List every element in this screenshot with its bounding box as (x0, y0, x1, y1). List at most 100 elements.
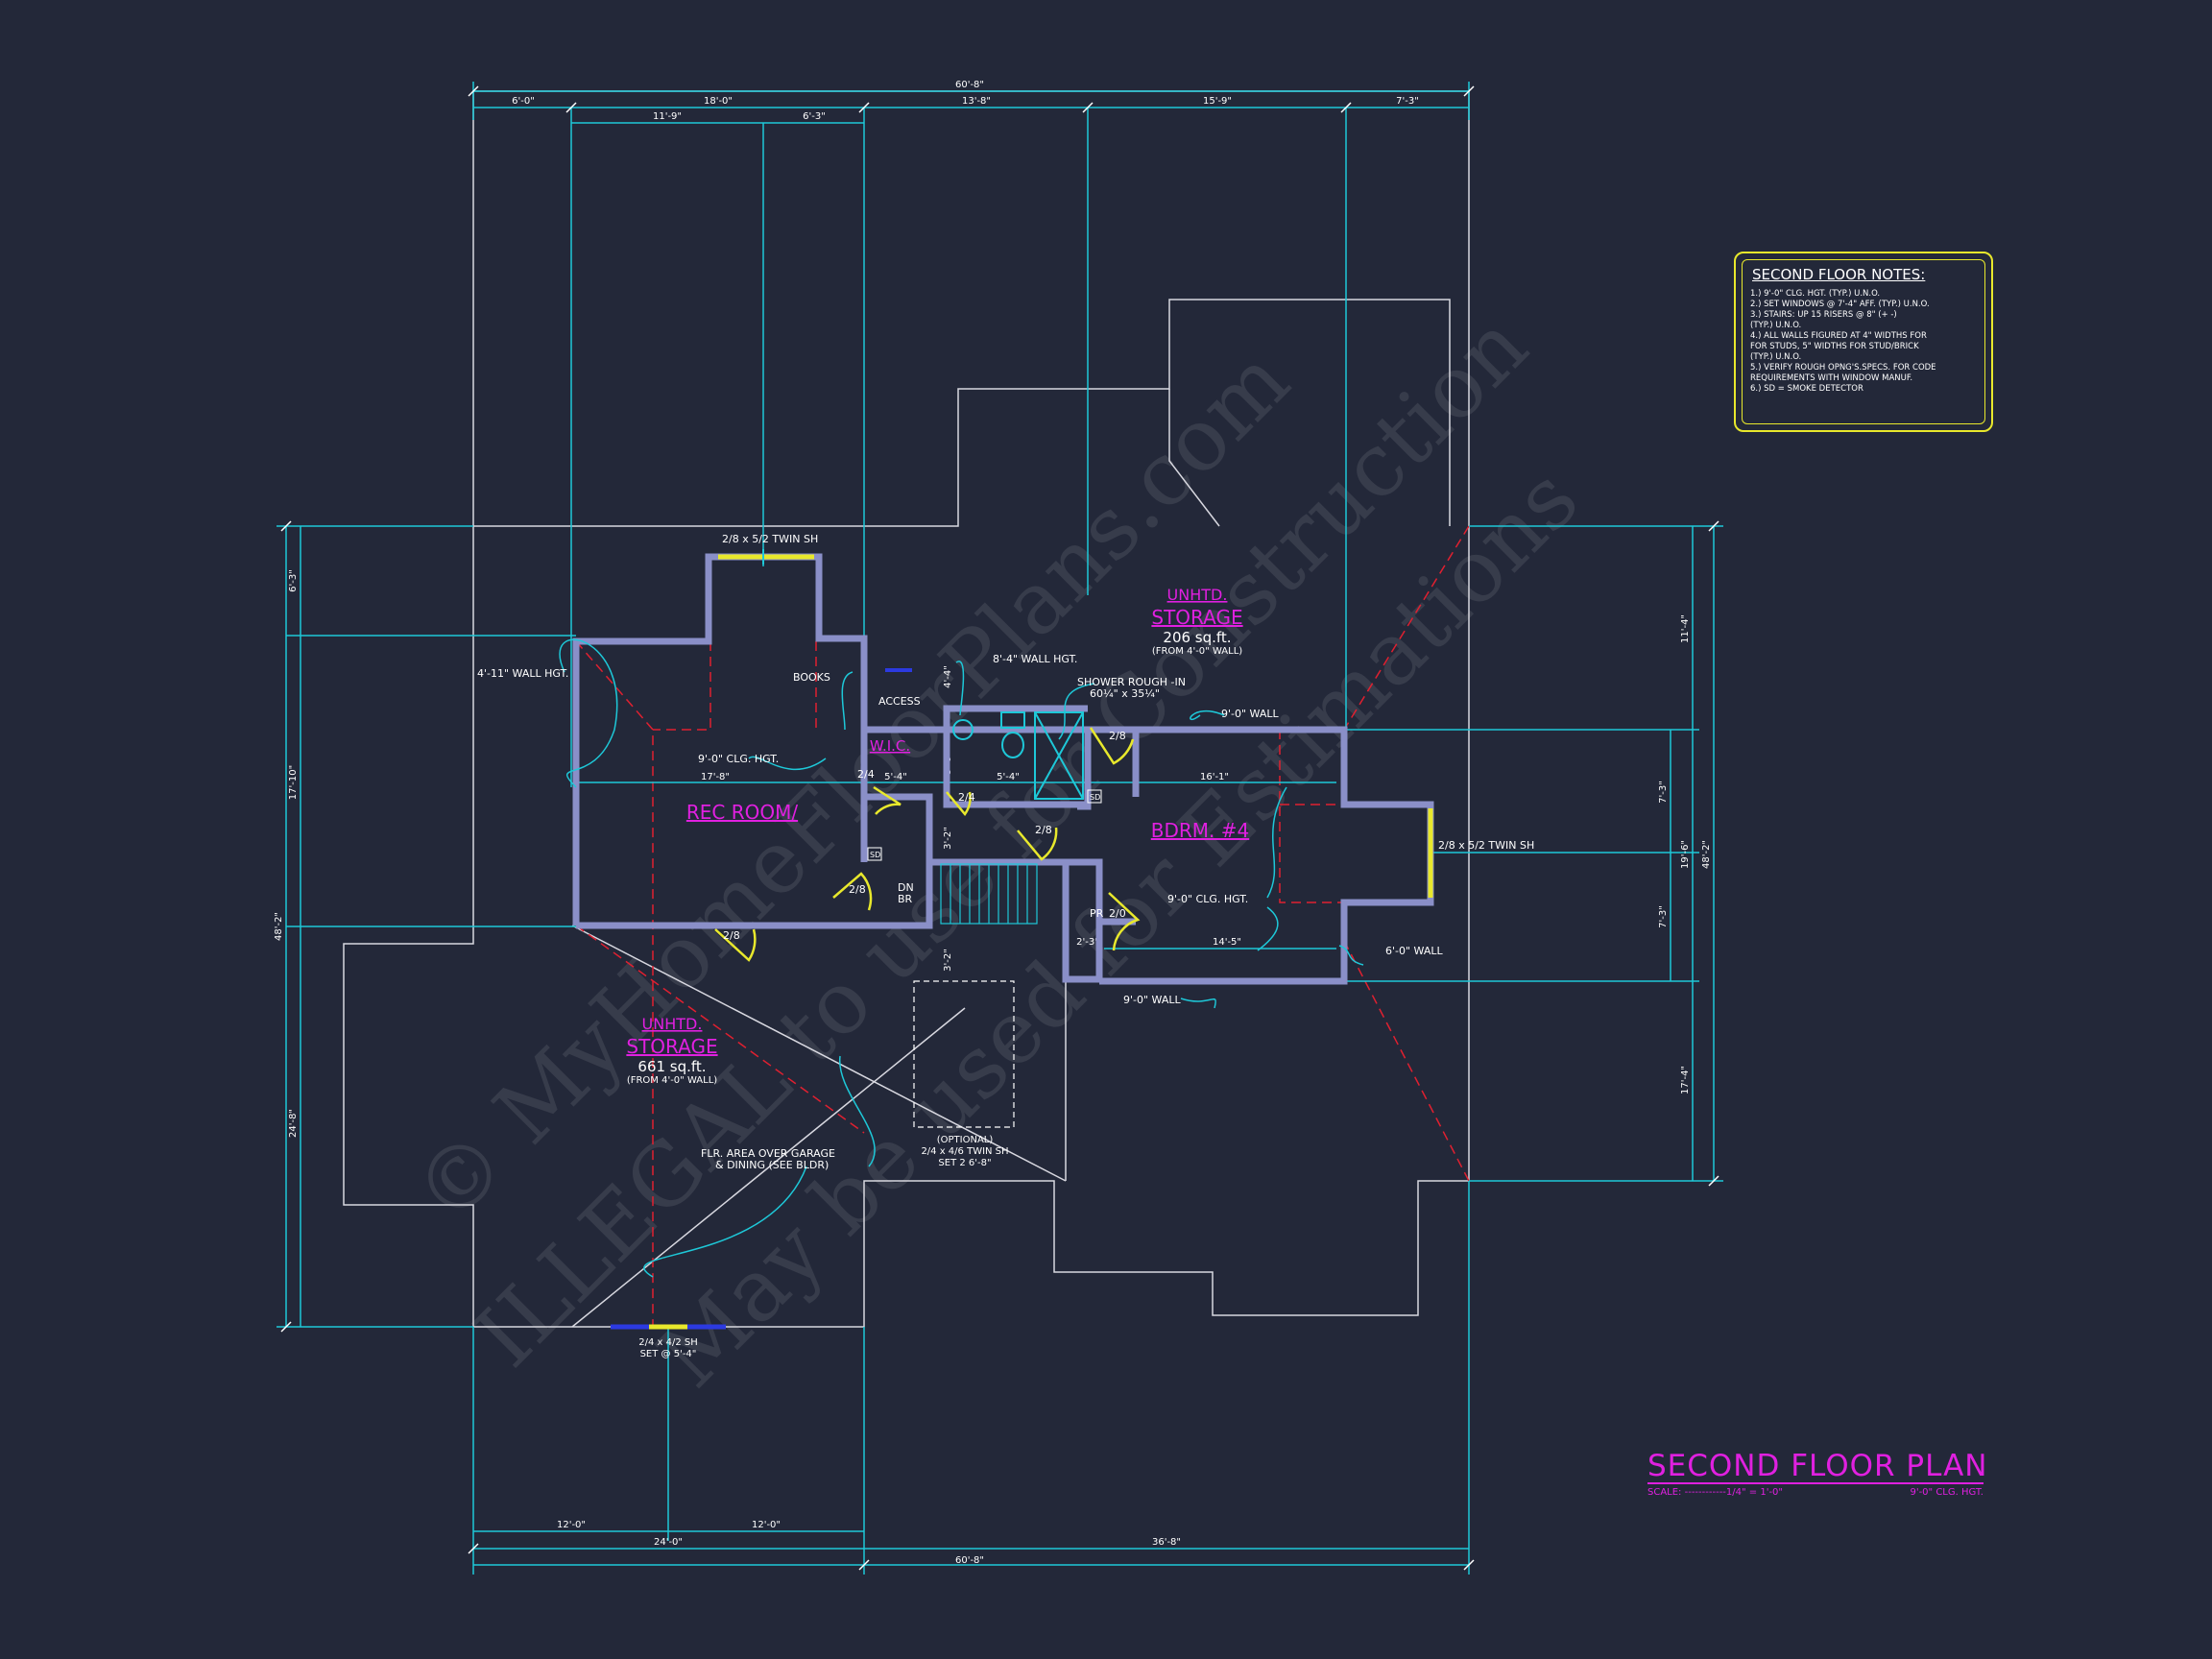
dimension-text: 60'-8" 6'-0" 18'-0" 13'-8" 15'-9" 7'-3" … (274, 80, 1712, 1566)
wall-4-11-label: 4'-11" WALL HGT. (477, 667, 568, 680)
note-item: 1.) 9'-0" CLG. HGT. (TYP.) U.N.O. (1750, 289, 1881, 299)
door-label-2-4-a: 2/4 (857, 768, 875, 781)
bottom-dim-1: 12'-0" (557, 1520, 586, 1530)
interior-dim-7: 3'-2" (943, 827, 953, 850)
overall-dim-right: 48'-2" (1701, 840, 1712, 869)
interior-dim-2: 16'-1" (1200, 772, 1229, 782)
note-item: 2.) SET WINDOWS @ 7'-4" AFF. (TYP.) U.N.… (1750, 300, 1930, 309)
second-floor-notes: SECOND FLOOR NOTES: 1.) 9'-0" CLG. HGT. … (1734, 252, 1993, 432)
door-swing-5 (1017, 827, 1058, 861)
door-swing-6 (873, 785, 902, 815)
room-wic: W.I.C. (870, 737, 910, 755)
storage-bottom-area: 661 sq.ft. (637, 1058, 706, 1075)
window-bottom-set: SET @ 5'-4" (640, 1349, 697, 1359)
door-swing-2 (714, 928, 757, 962)
scale-row: SCALE: ------------1/4" = 1'-0" 9'-0" CL… (1647, 1487, 1984, 1498)
stair-br-label: BR (898, 893, 913, 905)
optional-window-2: 2/4 x 4/6 TWIN SH (921, 1146, 1008, 1157)
window-right-label: 2/8 x 5/2 TWIN SH (1438, 839, 1534, 852)
windows (611, 549, 1433, 1330)
building-outline (343, 90, 1470, 1328)
door-label-2-4-b: 2/4 (958, 791, 975, 804)
books-label: BOOKS (793, 671, 830, 684)
access-label: ACCESS (878, 695, 921, 708)
pr-label: PR (1090, 907, 1104, 920)
shower-label-1: SHOWER ROUGH -IN (1077, 676, 1186, 688)
top-dim-5: 7'-3" (1396, 96, 1419, 107)
storage-bottom-title1: UNHTD. (642, 1015, 703, 1033)
overall-dim-top: 60'-8" (955, 80, 984, 90)
right-dim-2: 7'-3" (1658, 781, 1669, 804)
right-dim-4: 7'-3" (1658, 905, 1669, 928)
sd-label-2: SD (1090, 793, 1100, 802)
interior-dim-8: 3'-2" (943, 949, 953, 972)
interior-dim-4: 5'-4" (997, 772, 1020, 782)
top-dim-1: 6'-0" (512, 96, 535, 107)
top-dim-4: 15'-9" (1203, 96, 1232, 107)
right-dim-1: 11'-4" (1680, 614, 1691, 643)
notes-inner-frame: SECOND FLOOR NOTES: 1.) 9'-0" CLG. HGT. … (1742, 259, 1985, 424)
stair-dn-label: DN (898, 881, 914, 894)
storage-top-title1: UNHTD. (1167, 586, 1228, 604)
storage-bottom-note: (FROM 4'-0" WALL) (627, 1075, 717, 1086)
walls (572, 553, 1434, 985)
note-item: 6.) SD = SMOKE DETECTOR (1750, 384, 1863, 394)
scale-label: SCALE: ------------1/4" = 1'-0" (1647, 1487, 1784, 1498)
left-dim-2: 17'-10" (288, 765, 299, 800)
door-label-2-8-c: 2/8 (849, 883, 866, 896)
shower-label-2: 60¼" x 35¼" (1090, 687, 1160, 700)
right-dim-5: 17'-4" (1680, 1066, 1691, 1094)
optional-window-1: (OPTIONAL) (937, 1135, 994, 1145)
window-bottom-label: 2/4 x 4/2 SH (638, 1337, 698, 1348)
wall-6-0-label: 6'-0" WALL (1385, 945, 1443, 957)
dimension-ticks (280, 85, 1719, 1571)
room-rec-room: REC ROOM/ (686, 801, 798, 824)
storage-top-area: 206 sq.ft. (1163, 629, 1231, 646)
window-top-label: 2/8 x 5/2 TWIN SH (722, 533, 818, 545)
leader-lines (559, 638, 1364, 1278)
interior-dim-6: 2'-3" (1076, 937, 1099, 948)
dimension-lines (276, 82, 1723, 1575)
plan-title: SECOND FLOOR PLAN (1647, 1449, 1988, 1484)
top-dim-3: 13'-8" (962, 96, 991, 107)
title-block: SECOND FLOOR PLAN SCALE: ------------1/4… (1647, 1449, 1988, 1498)
smoke-detector-1 (867, 847, 882, 861)
stairs (940, 863, 1038, 925)
top-dim-row2-1: 11'-9" (653, 111, 682, 122)
storage-bottom-title2: STORAGE (626, 1035, 717, 1058)
door-label-2-0: 2/0 (1109, 907, 1126, 920)
right-dim-3: 19'-6" (1680, 840, 1691, 869)
interior-dim-3: 14'-5" (1213, 937, 1241, 948)
top-dim-row2-2: 6'-3" (803, 111, 826, 122)
interior-dim-1: 17'-8" (701, 772, 730, 782)
smoke-detectors (867, 789, 1102, 861)
optional-window-3: SET 2 6'-8" (938, 1158, 991, 1168)
notes-title: SECOND FLOOR NOTES: (1752, 266, 1926, 283)
door-swing-3 (1089, 727, 1135, 765)
annotations: 2/8 x 5/2 TWIN SH 2/8 x 5/2 TWIN SH 2/4 … (477, 533, 1534, 1359)
notes-list: 1.) 9'-0" CLG. HGT. (TYP.) U.N.O. 2.) SE… (1750, 289, 1977, 395)
overall-dim-bottom: 60'-8" (955, 1555, 984, 1566)
wall-8-4-label: 8'-4" WALL HGT. (993, 653, 1077, 665)
smoke-detector-2 (1087, 789, 1102, 804)
room-labels: REC ROOM/ BDRM. #4 W.I.C. UNHTD. STORAGE… (626, 586, 1249, 1086)
door-swing-7 (946, 791, 972, 817)
left-dim-1: 6'-3" (288, 569, 299, 592)
storage-top-title2: STORAGE (1151, 606, 1242, 629)
door-label-2-8-d: 2/8 (723, 929, 740, 942)
overall-dim-left: 48'-2" (274, 912, 284, 941)
bottom-dim-row2-1: 24'-0" (654, 1537, 683, 1548)
flr-area-label-2: & DINING (SEE BLDR) (715, 1159, 829, 1171)
doors (714, 727, 1141, 962)
watermark-line-2: ILLEGAL to use for Construction (456, 296, 1547, 1386)
note-item: 3.) STAIRS: UP 15 RISERS @ 8" (+ -) (TYP… (1750, 310, 1897, 330)
interior-dim-5: 5'-4" (884, 772, 907, 782)
wall-9-0-label-b: 9'-0" WALL (1123, 994, 1181, 1006)
watermark-line-1: © MyHomeFloorPlans.com (395, 330, 1309, 1244)
note-item: 5.) VERIFY ROUGH OPNG'S.SPECS. FOR CODE … (1750, 363, 1936, 383)
door-label-2-8-b: 2/8 (1035, 824, 1052, 836)
door-label-2-8-a: 2/8 (1109, 730, 1126, 742)
wall-9-0-label-a: 9'-0" WALL (1221, 708, 1279, 720)
sd-label-1: SD (870, 851, 880, 859)
